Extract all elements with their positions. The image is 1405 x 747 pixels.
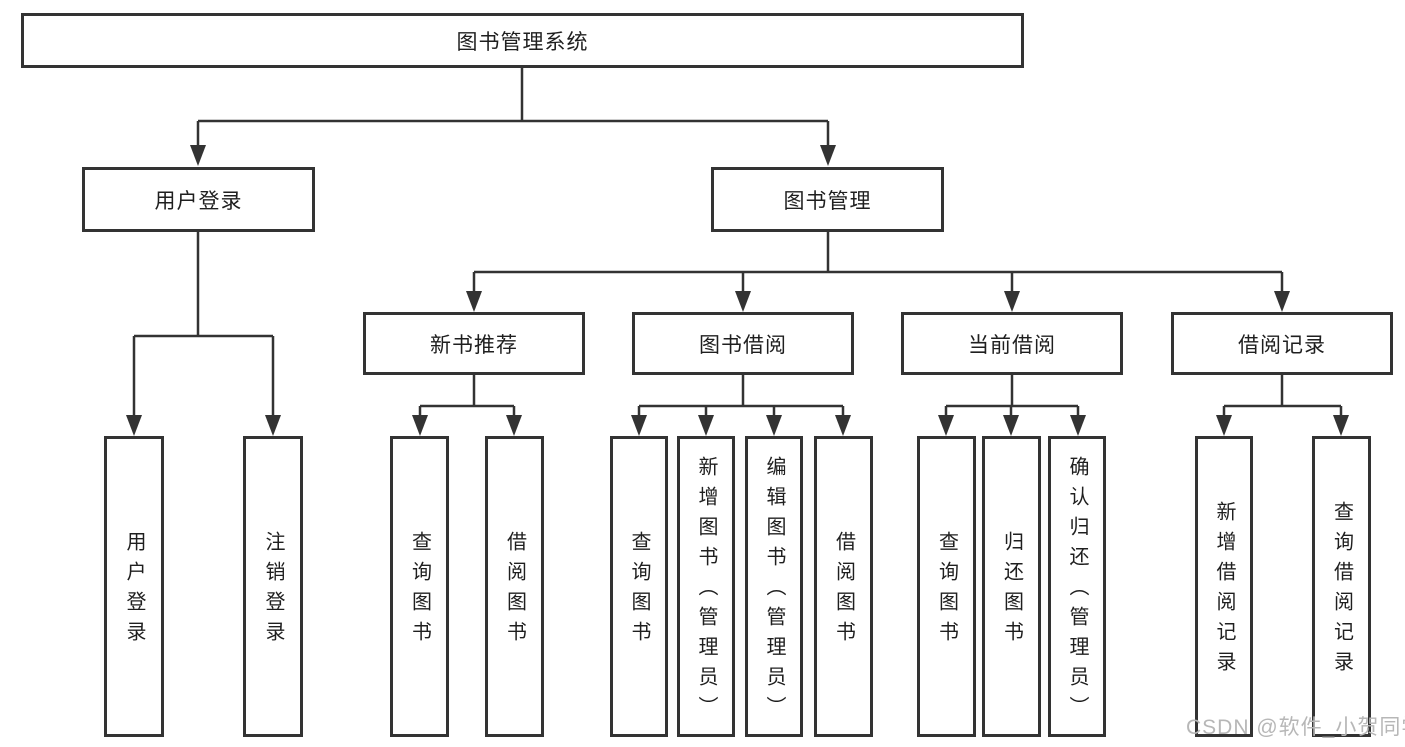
leaf-edit-book-admin: 编辑图书（管理员） — [745, 436, 803, 737]
node-book-borrow: 图书借阅 — [632, 312, 854, 375]
leaf-user-login: 用户登录 — [104, 436, 164, 737]
node-root: 图书管理系统 — [21, 13, 1024, 68]
leaf-query-borrow-record: 查询借阅记录 — [1312, 436, 1371, 737]
watermark: CSDN @软件_小贺同学 — [1186, 716, 1405, 739]
leaf-add-book-admin: 新增图书（管理员） — [677, 436, 735, 737]
leaf-add-borrow-record: 新增借阅记录 — [1195, 436, 1253, 737]
node-new-book-recommend: 新书推荐 — [363, 312, 585, 375]
leaf-confirm-return-admin: 确认归还（管理员） — [1048, 436, 1106, 737]
leaf-query-books-recommend: 查询图书 — [390, 436, 449, 737]
node-borrow-records: 借阅记录 — [1171, 312, 1393, 375]
leaf-query-books-current: 查询图书 — [917, 436, 976, 737]
leaf-logout: 注销登录 — [243, 436, 303, 737]
leaf-query-books-borrow: 查询图书 — [610, 436, 668, 737]
node-user-login: 用户登录 — [82, 167, 315, 232]
leaf-borrow-books-recommend: 借阅图书 — [485, 436, 544, 737]
leaf-return-books: 归还图书 — [982, 436, 1041, 737]
leaf-borrow-books: 借阅图书 — [814, 436, 873, 737]
node-book-management: 图书管理 — [711, 167, 944, 232]
node-current-borrow: 当前借阅 — [901, 312, 1123, 375]
